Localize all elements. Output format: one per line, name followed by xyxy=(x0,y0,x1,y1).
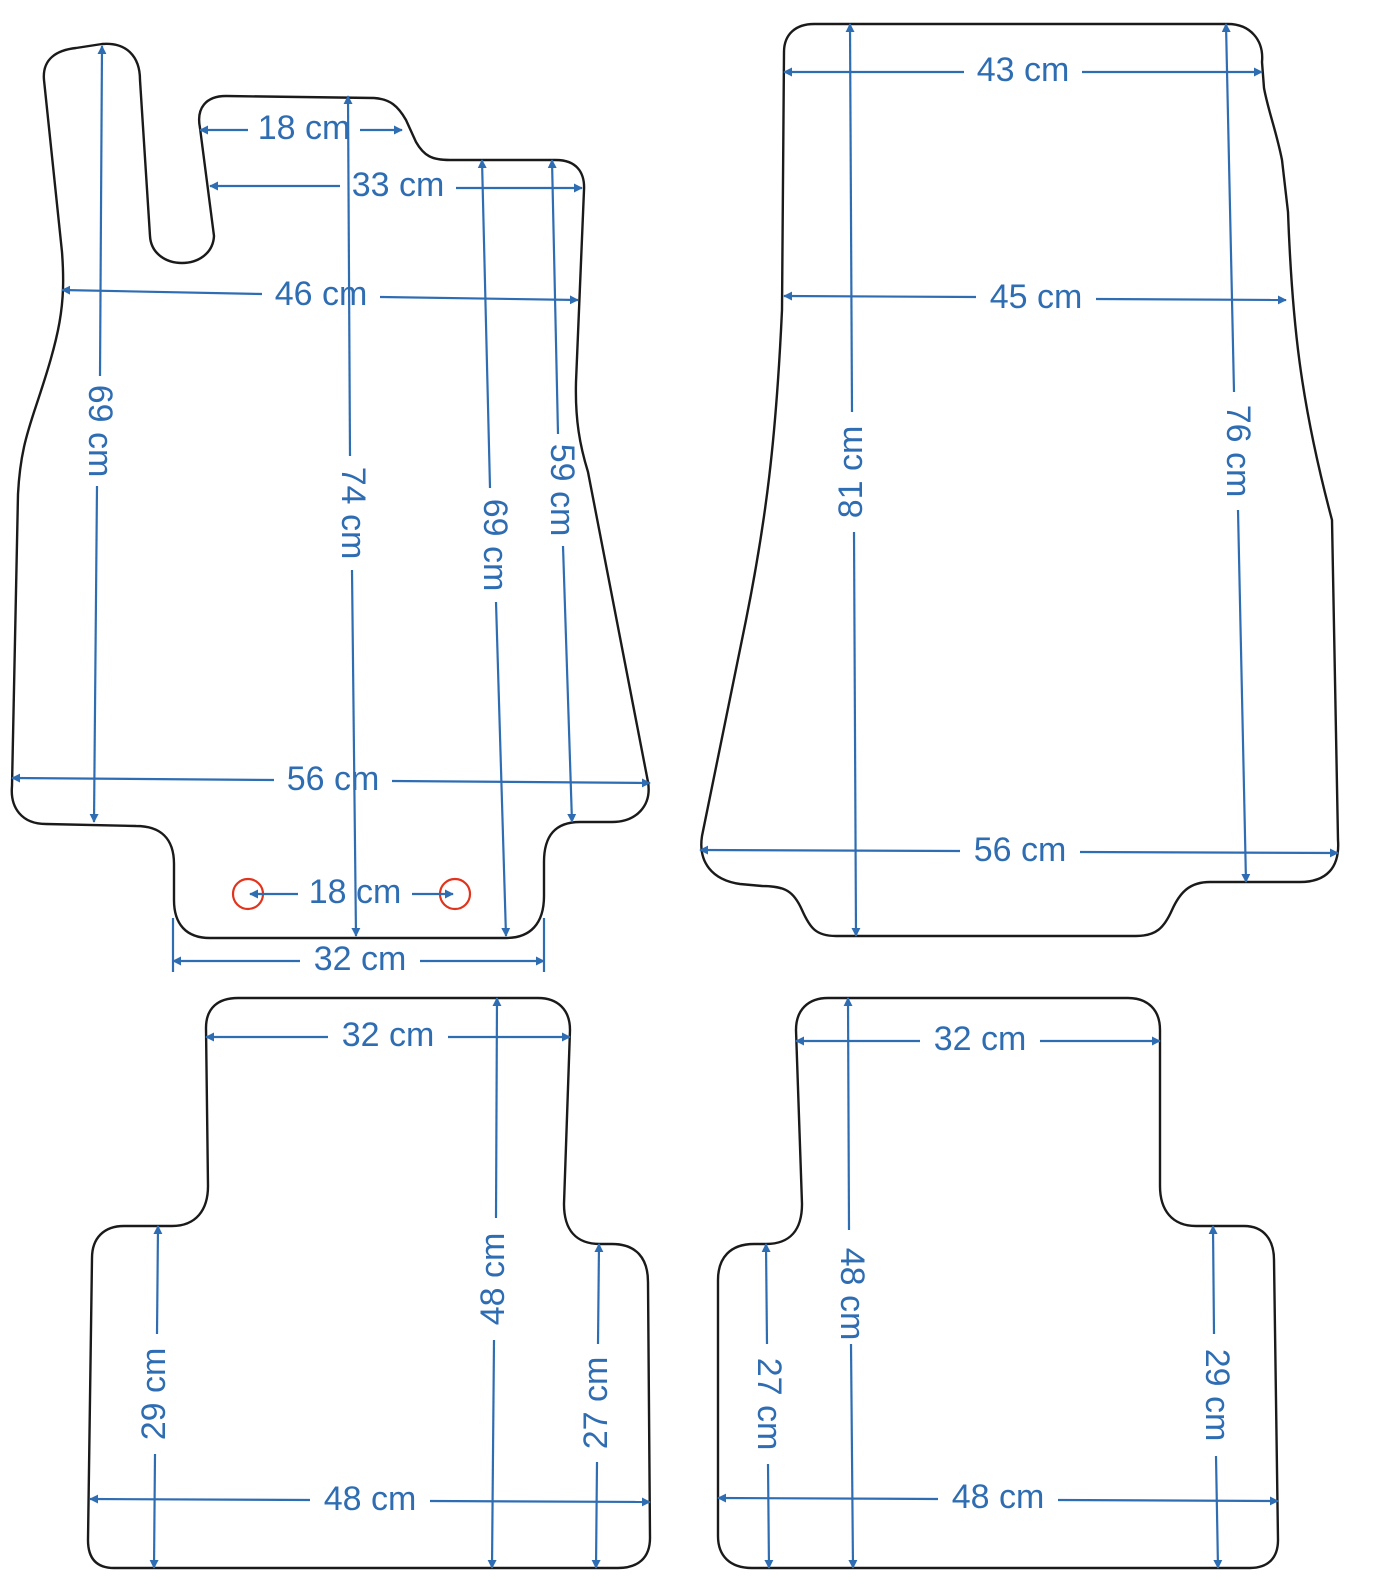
front-left-label-46: 46 cm xyxy=(275,275,368,313)
rear-left-dim-32: 32 cm xyxy=(205,1016,571,1054)
front-left-dim-74: 74 cm xyxy=(334,95,372,937)
front-left-dim-56: 56 cm xyxy=(11,760,651,798)
front-right-dim-43: 43 cm xyxy=(783,51,1263,89)
rear-right-mat-outline xyxy=(716,996,1280,1570)
front-right-mat: 43 cm 45 cm 56 cm 81 cm 76 cm xyxy=(699,22,1340,938)
front-left-dim-18-bottom: 18 cm xyxy=(231,873,472,911)
front-left-label-69-left: 69 cm xyxy=(81,385,119,478)
rear-right-dim-27: 27 cm xyxy=(750,1243,788,1569)
front-left-mat: 18 cm 33 cm 46 cm 56 cm 18 cm xyxy=(10,42,651,978)
rear-left-dim-48-v: 48 cm xyxy=(474,997,512,1569)
rear-left-dim-29: 29 cm xyxy=(135,1225,173,1569)
front-left-dim-46: 46 cm xyxy=(61,275,579,313)
front-left-label-74: 74 cm xyxy=(334,467,372,560)
rear-left-label-32: 32 cm xyxy=(342,1016,435,1054)
front-left-dim-59: 59 cm xyxy=(543,159,581,823)
front-left-dim-69-right: 69 cm xyxy=(476,159,514,937)
rear-right-dim-32: 32 cm xyxy=(795,1020,1161,1058)
front-left-dim-32: 32 cm xyxy=(171,918,546,978)
front-right-dim-76: 76 cm xyxy=(1219,23,1257,883)
rear-left-mat: 32 cm 48 cm 48 cm 29 cm 27 cm xyxy=(86,996,652,1570)
rear-right-mat: 32 cm 48 cm 48 cm 27 cm 29 cm xyxy=(716,996,1280,1570)
front-left-label-32: 32 cm xyxy=(314,940,407,978)
rear-right-label-29: 29 cm xyxy=(1198,1349,1236,1442)
front-right-label-56: 56 cm xyxy=(974,831,1067,869)
front-left-label-69-right: 69 cm xyxy=(476,499,514,592)
rear-right-dim-29: 29 cm xyxy=(1198,1225,1236,1569)
front-right-label-76: 76 cm xyxy=(1219,405,1257,498)
front-left-mat-outline xyxy=(10,42,650,940)
rear-left-dim-48-h: 48 cm xyxy=(89,1480,651,1518)
rear-right-label-48-h: 48 cm xyxy=(952,1478,1045,1516)
rear-right-dim-48-h: 48 cm xyxy=(717,1478,1279,1516)
rear-left-label-29: 29 cm xyxy=(135,1348,173,1441)
rear-right-dim-48-v: 48 cm xyxy=(833,997,871,1569)
front-left-label-18-top: 18 cm xyxy=(258,109,351,147)
front-right-label-45: 45 cm xyxy=(990,278,1083,316)
rear-right-label-27: 27 cm xyxy=(750,1358,788,1451)
front-left-dim-69-left: 69 cm xyxy=(81,45,119,823)
front-left-label-56: 56 cm xyxy=(287,760,380,798)
rear-left-mat-outline xyxy=(86,996,652,1570)
rear-left-label-27: 27 cm xyxy=(577,1357,615,1450)
front-right-dim-56: 56 cm xyxy=(699,831,1339,869)
rear-right-label-48-v: 48 cm xyxy=(833,1248,871,1341)
rear-right-label-32: 32 cm xyxy=(934,1020,1027,1058)
front-left-dim-18-top: 18 cm xyxy=(199,109,403,147)
front-right-label-43: 43 cm xyxy=(977,51,1070,89)
front-right-dim-81: 81 cm xyxy=(832,23,870,937)
front-left-label-33: 33 cm xyxy=(352,166,445,204)
rear-left-label-48-h: 48 cm xyxy=(324,1480,417,1518)
rear-left-label-48-v: 48 cm xyxy=(474,1233,512,1326)
front-right-label-81: 81 cm xyxy=(832,426,870,519)
front-right-dim-45: 45 cm xyxy=(783,278,1287,316)
front-right-mat-outline xyxy=(700,22,1340,938)
front-left-label-59: 59 cm xyxy=(543,444,581,537)
front-left-dim-33: 33 cm xyxy=(209,166,583,204)
rear-left-dim-27: 27 cm xyxy=(577,1243,615,1569)
